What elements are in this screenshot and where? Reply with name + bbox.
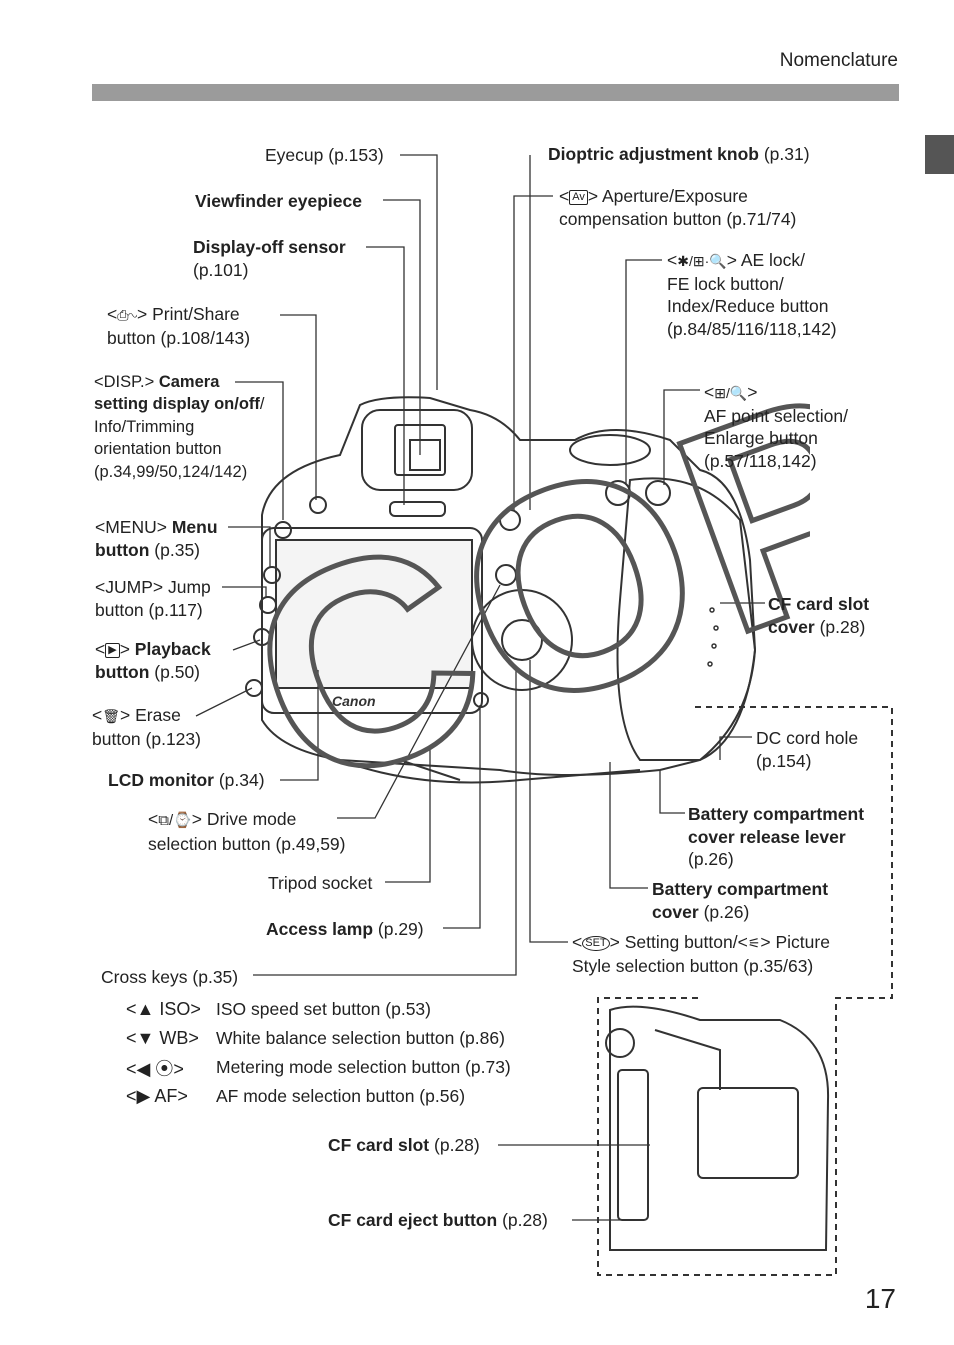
label-dioptric-knob: Dioptric adjustment knob (p.31) bbox=[548, 144, 810, 164]
label-dc-cord-hole: DC cord hole(p.154) bbox=[756, 728, 859, 771]
label-ae-lock-button: <✱/⊞·🔍> AE lock/FE lock button/Index/Red… bbox=[667, 250, 837, 339]
lcd-screen bbox=[275, 539, 473, 689]
print-share-icon: ⎙∿ bbox=[117, 307, 138, 323]
af-point-icon: ⊞/🔍 bbox=[714, 385, 748, 401]
cross-keys-dial bbox=[471, 589, 573, 691]
cross-key-row: <◀ ⦿>Metering mode selection button (p.7… bbox=[126, 1057, 511, 1079]
label-access-lamp: Access lamp (p.29) bbox=[266, 919, 424, 939]
label-viewfinder-eyepiece: Viewfinder eyepiece bbox=[195, 191, 362, 211]
label-af-point-button: <⊞/🔍>AF point selection/Enlarge button(p… bbox=[704, 382, 848, 471]
label-cf-card-slot: CF card slot (p.28) bbox=[328, 1135, 480, 1155]
camera-brand-mark: Canon bbox=[332, 693, 376, 709]
drive-mode-icon: ⧉/⌚ bbox=[158, 812, 192, 829]
viewfinder-eyecup-shape bbox=[361, 409, 473, 491]
camera-body bbox=[261, 396, 757, 776]
ae-lock-icon: ✱/⊞·🔍 bbox=[677, 253, 727, 269]
page-number: 17 bbox=[864, 1283, 896, 1314]
lcd-frame bbox=[261, 527, 483, 714]
cross-key-row: <▶ AF>AF mode selection button (p.56) bbox=[126, 1086, 466, 1106]
picture-style-icon: ⚟ bbox=[747, 935, 761, 951]
label-lcd-monitor: LCD monitor (p.34) bbox=[108, 770, 265, 790]
cross-keys-table: <▲ ISO>ISO speed set button (p.53) <▼ WB… bbox=[126, 995, 511, 1111]
copy-watermark: COPY bbox=[210, 380, 810, 800]
set-icon: SET bbox=[582, 936, 610, 951]
cross-key-row: <▲ ISO>ISO speed set button (p.53) bbox=[126, 999, 431, 1019]
playback-icon: ▶ bbox=[105, 643, 120, 658]
label-cf-eject-button: CF card eject button (p.28) bbox=[328, 1210, 548, 1230]
label-eyecup: Eyecup (p.153) bbox=[265, 145, 384, 165]
detail-callout-box bbox=[597, 706, 893, 1276]
camera-grip bbox=[616, 477, 757, 761]
av-icon: Av bbox=[569, 190, 588, 205]
label-cross-keys: Cross keys (p.35) bbox=[101, 967, 239, 987]
cf-compartment-detail bbox=[609, 1005, 830, 1251]
header-rule bbox=[92, 84, 899, 101]
label-tripod-socket: Tripod socket bbox=[268, 873, 373, 893]
page-header-title: Nomenclature bbox=[779, 50, 898, 71]
chapter-tab bbox=[925, 135, 954, 174]
erase-icon: 🗑 bbox=[102, 708, 121, 724]
label-display-off-sensor: Display-off sensor(p.101) bbox=[193, 237, 346, 280]
cross-key-row: <▼ WB>White balance selection button (p.… bbox=[126, 1028, 505, 1048]
